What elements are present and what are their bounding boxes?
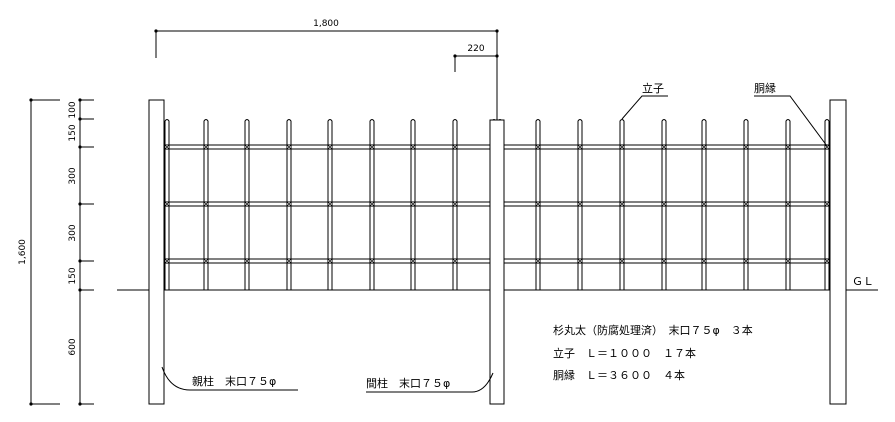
joint-mark: [288, 260, 291, 263]
joint-mark: [412, 260, 415, 263]
dimension-chain: 100 150 300 300 150 600: [68, 98, 94, 406]
segment-label: 300: [68, 224, 78, 241]
segment-label: 300: [68, 167, 78, 184]
picket: [662, 120, 666, 291]
dimension-height-label: 1,600: [18, 239, 28, 265]
joint-mark: [166, 146, 169, 149]
joint-mark: [621, 260, 624, 263]
joint-mark: [454, 203, 457, 206]
joint-mark: [246, 203, 249, 206]
joint-mark: [166, 203, 169, 206]
joint-mark: [246, 260, 249, 263]
joint-mark: [703, 203, 706, 206]
joint-mark: [371, 203, 374, 206]
ground-line-label: ＧＬ: [852, 275, 874, 288]
middle-post: [490, 120, 504, 404]
dimension-width-label: 1,800: [313, 19, 339, 29]
leader-picket: 立子: [622, 81, 668, 119]
joint-mark: [329, 203, 332, 206]
picket: [411, 120, 415, 291]
joint-mark: [371, 146, 374, 149]
joint-mark: [454, 260, 457, 263]
picket: [287, 120, 291, 291]
joint-mark: [371, 260, 374, 263]
picket: [370, 120, 374, 291]
picket: [165, 120, 169, 291]
end-post-label: 親柱 末口７５φ: [192, 374, 276, 388]
joint-mark: [787, 146, 790, 149]
picket: [453, 120, 457, 291]
joint-mark: [663, 260, 666, 263]
end-post-left: [149, 100, 164, 404]
segment-label: 150: [68, 124, 78, 141]
picket: [578, 120, 582, 291]
joint-mark: [826, 203, 829, 206]
dimension-spacing-label: 220: [467, 44, 484, 54]
joint-mark: [412, 146, 415, 149]
joint-mark: [579, 260, 582, 263]
end-post-right: [830, 100, 846, 404]
joint-mark: [288, 146, 291, 149]
joint-mark: [579, 203, 582, 206]
joint-mark: [205, 146, 208, 149]
picket: [328, 120, 332, 291]
picket: [536, 120, 540, 291]
joint-mark: [703, 146, 706, 149]
joint-mark: [537, 203, 540, 206]
picket: [744, 120, 748, 291]
picket: [702, 120, 706, 291]
joint-mark: [537, 260, 540, 263]
picket: [204, 120, 208, 291]
middle-post-label: 間柱 末口７５φ: [366, 376, 450, 390]
picket: [620, 120, 624, 291]
joint-mark: [745, 146, 748, 149]
joint-mark: [621, 203, 624, 206]
joint-mark: [826, 260, 829, 263]
joint-mark: [787, 203, 790, 206]
note-material: 杉丸太（防腐処理済） 末口７５φ ３本: [553, 323, 753, 337]
segment-label: 600: [68, 338, 78, 355]
leader-middle-post: 間柱 末口７５φ: [366, 373, 493, 392]
picket-label: 立子: [642, 81, 664, 95]
leader-end-post: 親柱 末口７５φ: [162, 367, 298, 390]
joint-mark: [166, 260, 169, 263]
joint-mark: [663, 146, 666, 149]
dimension-width: 1,800: [154, 19, 499, 120]
joint-mark: [579, 146, 582, 149]
rail-label: 胴縁: [754, 81, 776, 95]
joint-mark: [288, 203, 291, 206]
note-picket: 立子 Ｌ＝１０００ １７本: [553, 346, 696, 360]
segment-label: 150: [68, 267, 78, 284]
joint-mark: [703, 260, 706, 263]
joint-mark: [537, 146, 540, 149]
joint-mark: [246, 146, 249, 149]
joint-mark: [745, 203, 748, 206]
joint-mark: [329, 260, 332, 263]
joint-mark: [621, 146, 624, 149]
picket: [786, 120, 790, 291]
leader-rail: 胴縁: [754, 81, 827, 146]
dimension-height: 1,600: [18, 98, 60, 406]
dimension-spacing: 220: [453, 44, 499, 72]
joint-mark: [663, 203, 666, 206]
joint-mark: [205, 203, 208, 206]
joint-mark: [787, 260, 790, 263]
joint-mark: [454, 146, 457, 149]
joint-mark: [745, 260, 748, 263]
joint-mark: [329, 146, 332, 149]
joint-mark: [826, 146, 829, 149]
joint-mark: [412, 203, 415, 206]
joint-mark: [205, 260, 208, 263]
segment-label: 100: [68, 101, 78, 118]
picket: [245, 120, 249, 291]
note-rail: 胴縁 Ｌ＝３６００ ４本: [553, 368, 685, 382]
picket: [825, 120, 829, 291]
